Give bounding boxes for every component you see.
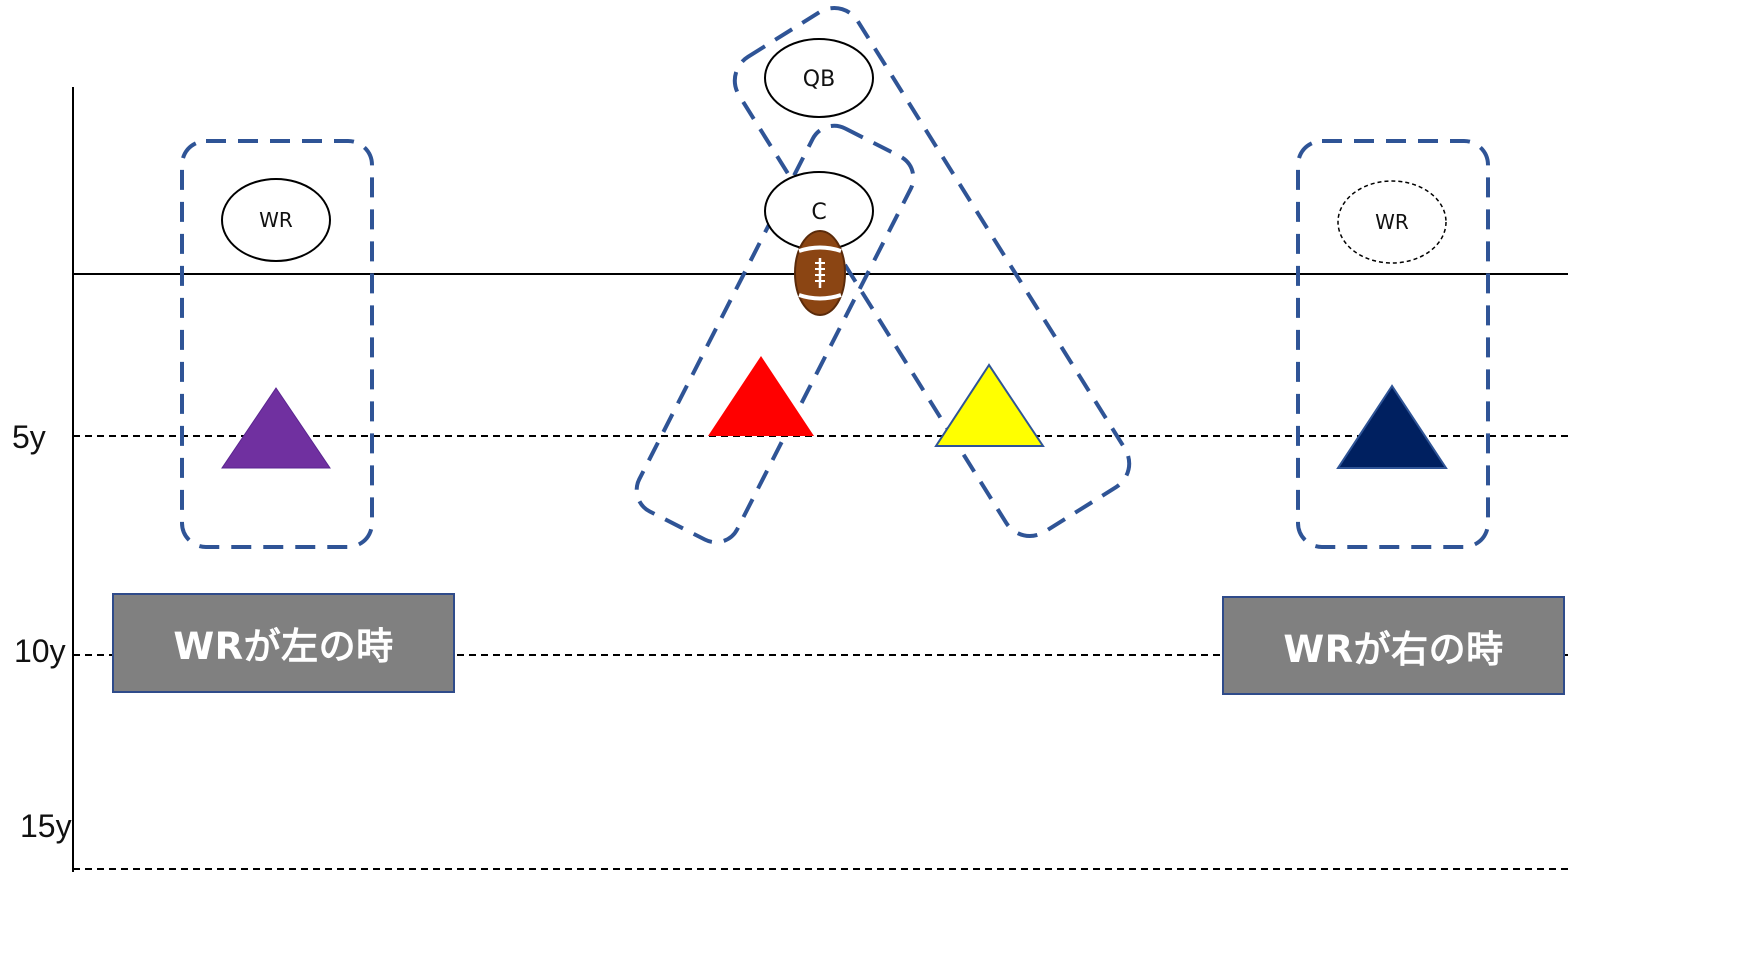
- football-icon: [794, 230, 846, 316]
- defender-center-left-triangle: [708, 356, 814, 436]
- receiver-left: WR: [221, 178, 331, 262]
- formation-diagram: 5y 10y 15y QB C WR WR WRが左の時 WRが右の時: [12, 6, 1568, 872]
- center: C: [764, 171, 874, 251]
- receiver-left-label: WR: [259, 208, 293, 232]
- banner-wr-left-text: WRが左の時: [173, 625, 394, 668]
- defender-right-triangle: [1336, 384, 1448, 469]
- banner-wr-left: WRが左の時: [112, 593, 455, 693]
- defender-center-right-triangle: [934, 363, 1045, 447]
- quarterback-label: QB: [803, 67, 835, 92]
- zone-center-left: [634, 123, 916, 545]
- zone-left-wr: [180, 139, 374, 549]
- receiver-right: WR: [1337, 180, 1447, 264]
- yard-marker-5: 5y: [12, 419, 46, 455]
- yard-marker-15: 15y: [20, 808, 72, 844]
- zone-center-right: [732, 6, 1132, 538]
- zone-right-wr: [1296, 139, 1490, 549]
- banner-wr-right-text: WRが右の時: [1283, 627, 1504, 671]
- center-label: C: [811, 200, 826, 225]
- quarterback: QB: [764, 38, 874, 118]
- banner-wr-right: WRが右の時: [1222, 596, 1565, 695]
- defender-left-triangle: [221, 387, 331, 469]
- receiver-right-label: WR: [1375, 210, 1409, 234]
- yard-marker-10: 10y: [14, 633, 66, 669]
